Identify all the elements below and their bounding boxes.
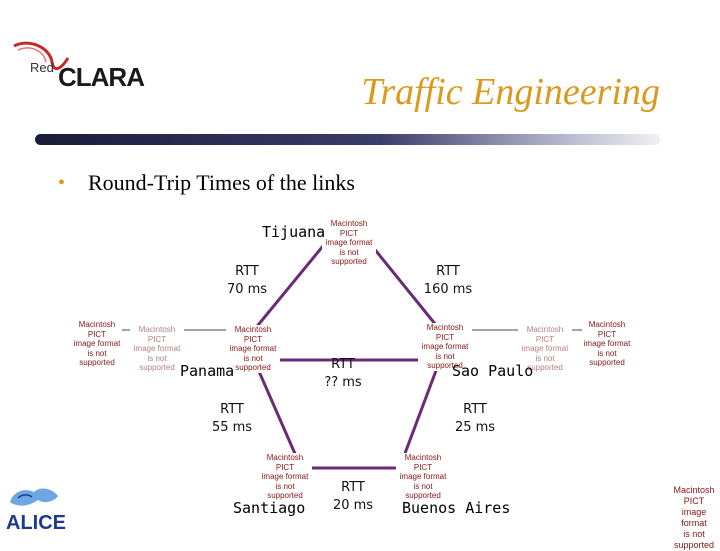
pict-line3: is not supported	[527, 353, 563, 373]
pict-line1: Macintosh PICT	[426, 323, 464, 342]
pict-line1: Macintosh PICT	[673, 485, 715, 506]
node-santiago: Santiago	[233, 499, 306, 517]
pict-placeholder-west-mid: Macintosh PICT image format is not suppo…	[130, 325, 184, 373]
link-tijuana-panama	[252, 245, 325, 331]
pict-line2: image format	[421, 342, 469, 351]
rtt-label: RTT	[463, 402, 487, 417]
pict-line2: image format	[399, 472, 447, 481]
rtt-value: 20 ms	[332, 498, 374, 513]
rtt-label: RTT	[220, 402, 244, 417]
bullet-text: Round-Trip Times of the links	[88, 170, 355, 195]
node-tijuana: Tijuana	[262, 223, 326, 241]
rtt-saopaulo-buenosaires: RTT 25 ms	[445, 401, 505, 437]
pict-line1: Macintosh PICT	[234, 325, 272, 344]
alice-logo: ALICE	[4, 482, 66, 538]
link-tijuana-saopaulo	[370, 245, 442, 331]
pict-line3: is not supported	[331, 247, 367, 267]
pict-line1: Macintosh PICT	[266, 453, 304, 472]
rtt-tijuana-panama: RTT 70 ms	[217, 263, 277, 299]
pict-placeholder-tijuana: Macintosh PICT image format is not suppo…	[322, 219, 376, 267]
rtt-value: 25 ms	[454, 420, 496, 435]
pict-line2: image format	[261, 472, 309, 481]
rtt-value: ?? ms	[324, 375, 362, 390]
pict-line1: Macintosh PICT	[588, 320, 626, 339]
pict-line3: is not supported	[79, 348, 115, 368]
pict-line3: is not supported	[427, 351, 463, 371]
bullet-icon: •	[58, 172, 66, 194]
pict-line3: is not supported	[139, 353, 175, 373]
pict-line1: Macintosh PICT	[78, 320, 116, 339]
pict-placeholder-saopaulo: Macintosh PICT image format is not suppo…	[418, 323, 472, 371]
pict-line1: Macintosh PICT	[526, 325, 564, 344]
rtt-panama-saopaulo: RTT ?? ms	[313, 356, 373, 392]
rtt-panama-santiago: RTT 55 ms	[202, 401, 262, 437]
redclara-logo-mark	[13, 41, 70, 71]
logo-clara-text: CLARA	[58, 62, 145, 92]
pict-line2: image format	[325, 238, 373, 247]
rtt-value: 70 ms	[226, 282, 268, 297]
pict-line3: is not supported	[235, 353, 271, 373]
alice-name: ALICE	[6, 512, 66, 534]
alice-map-icon	[10, 488, 58, 506]
pict-line3: is not supported	[405, 481, 441, 501]
rtt-label: RTT	[331, 357, 355, 372]
pict-line2: image format	[521, 344, 569, 353]
pict-placeholder-panama: Macintosh PICT image format is not suppo…	[226, 325, 280, 373]
pict-line1: Macintosh PICT	[138, 325, 176, 344]
node-panama: Panama	[180, 362, 235, 380]
pict-line1: Macintosh PICT	[330, 219, 368, 238]
rtt-santiago-buenosaires: RTT 20 ms	[323, 479, 383, 515]
pict-line2: image format	[229, 344, 277, 353]
pict-line3: is not supported	[673, 529, 715, 550]
pict-placeholder-west: Macintosh PICT image format is not suppo…	[72, 320, 122, 368]
rtt-label: RTT	[436, 264, 460, 279]
pict-placeholder-santiago: Macintosh PICT image format is not suppo…	[258, 453, 312, 501]
pict-line2: image format	[73, 339, 121, 348]
rtt-tijuana-saopaulo: RTT 160 ms	[418, 263, 478, 299]
rtt-value: 55 ms	[211, 420, 253, 435]
pict-line3: is not supported	[267, 481, 303, 501]
pict-line2: image format	[583, 339, 631, 348]
pict-placeholder-east: Macintosh PICT image format is not suppo…	[582, 320, 632, 368]
pict-line2: image format	[133, 344, 181, 353]
pict-placeholder-corner: Macintosh PICT image format is not suppo…	[668, 485, 720, 551]
pict-line1: Macintosh PICT	[404, 453, 442, 472]
pict-line3: is not supported	[589, 348, 625, 368]
logo-red-text: Red	[30, 60, 54, 75]
redclara-logo: Red CLARA	[10, 40, 145, 100]
rtt-label: RTT	[341, 480, 365, 495]
pict-placeholder-buenosaires: Macintosh PICT image format is not suppo…	[396, 453, 450, 501]
node-buenos-aires: Buenos Aires	[402, 499, 511, 517]
node-sao-paulo: Sao Paulo	[452, 362, 534, 380]
rtt-label: RTT	[235, 264, 259, 279]
page-title: Traffic Engineering	[361, 71, 660, 113]
title-divider	[35, 134, 660, 145]
pict-placeholder-east-mid: Macintosh PICT image format is not suppo…	[518, 325, 572, 373]
rtt-value: 160 ms	[423, 282, 473, 297]
pict-line2: image format	[681, 507, 707, 528]
